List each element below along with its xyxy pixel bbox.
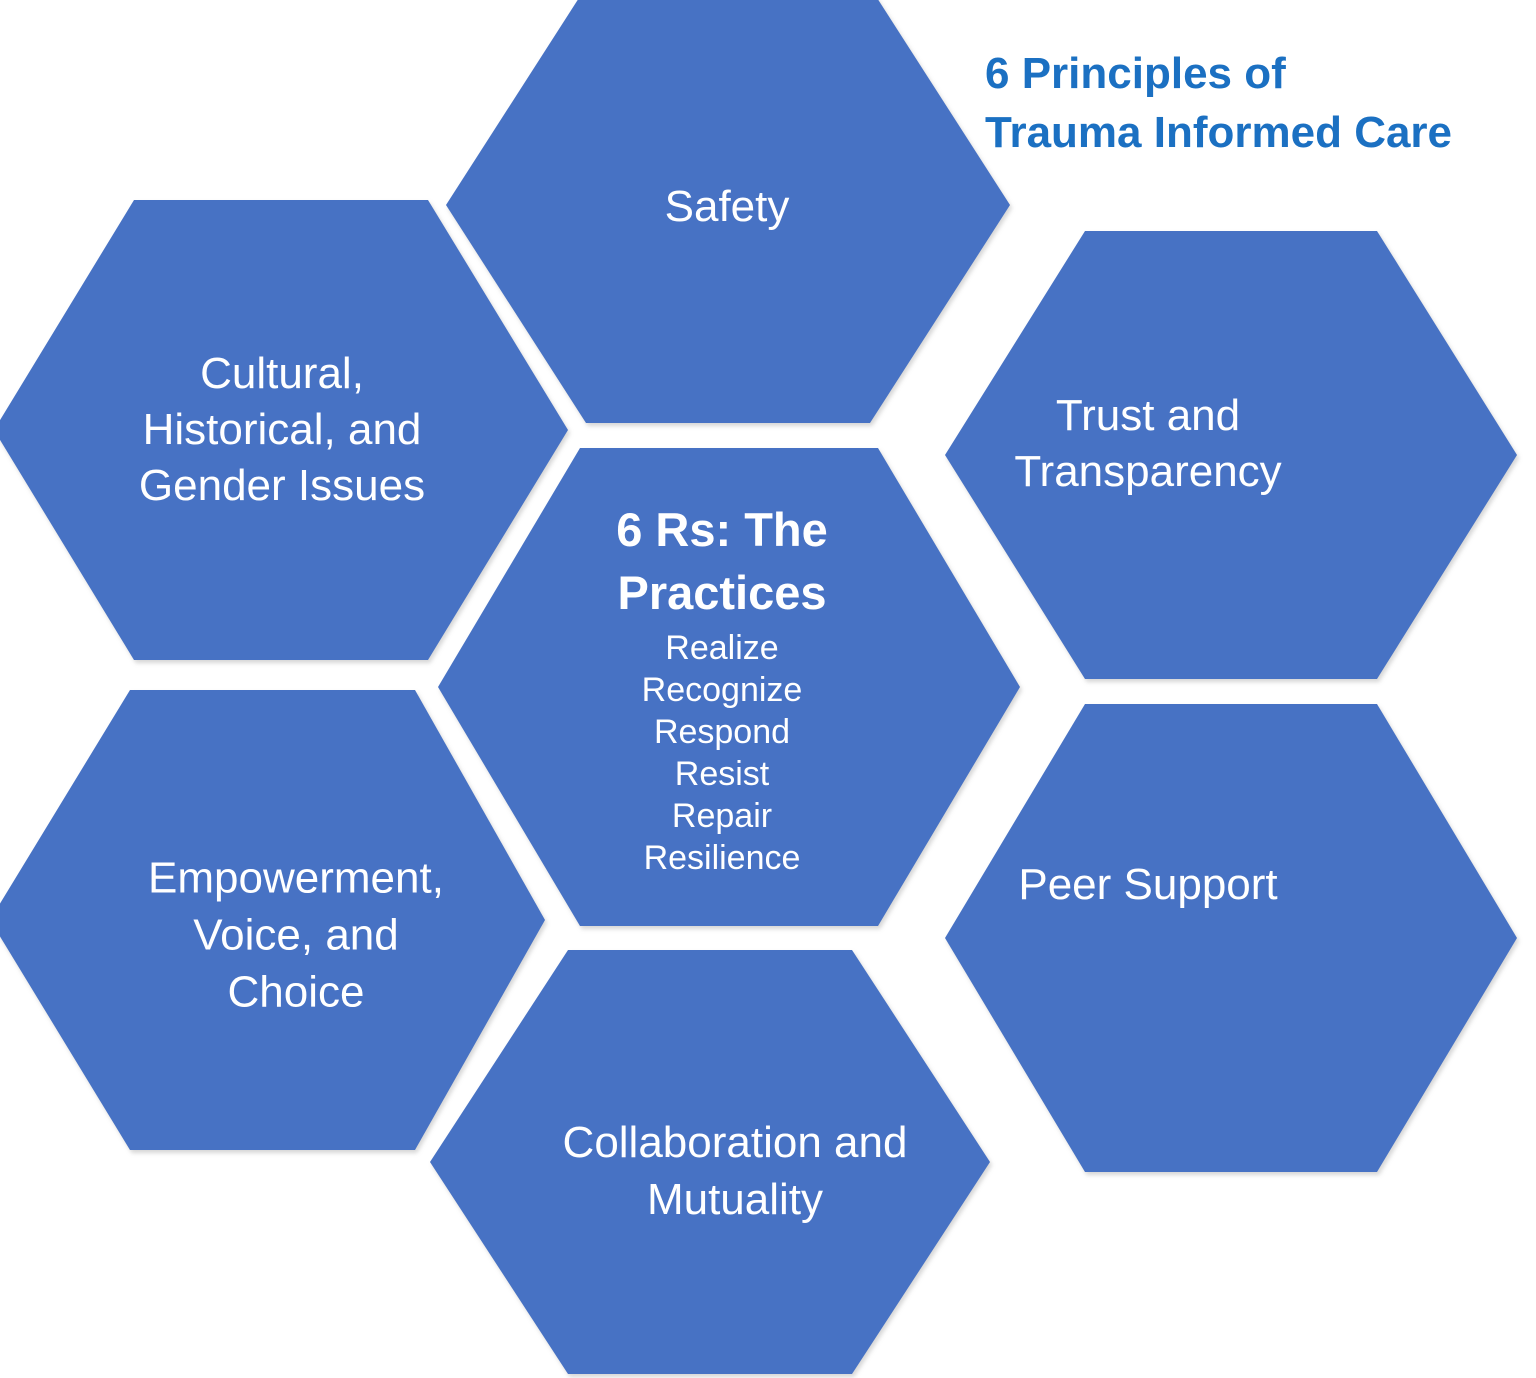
practice-resilience: Resilience: [643, 839, 801, 877]
empowerment-label-line-2: Voice, and: [193, 910, 399, 960]
center-heading-line-2: Practices: [617, 566, 827, 619]
practice-repair: Repair: [671, 797, 773, 835]
hexagon-trust-transparency: [945, 231, 1517, 679]
empowerment-voice-choice-label: Empowerment, Voice, and Choice: [148, 850, 444, 1021]
empowerment-label-line-3: Choice: [227, 967, 365, 1017]
center-heading-line-1: 6 Rs: The: [616, 503, 828, 556]
center-practices-heading: 6 Rs: The Practices: [616, 498, 828, 624]
collaboration-label-line-2: Mutuality: [646, 1175, 824, 1224]
page-title-line-1: 6 Principles of: [985, 49, 1286, 98]
practice-respond: Respond: [653, 713, 791, 751]
page-title-line-2: Trauma Informed Care: [985, 108, 1453, 157]
page-title: 6 Principles of Trauma Informed Care: [985, 44, 1452, 162]
hexagon-empowerment-voice-choice: [0, 690, 545, 1150]
empowerment-label-line-1: Empowerment,: [148, 853, 444, 903]
cultural-label-line-1: Cultural,: [200, 349, 364, 398]
collaboration-label-line-1: Collaboration and: [562, 1118, 908, 1167]
hexagon-center-practices: [438, 448, 1020, 926]
hexagon-collaboration-mutuality: [430, 950, 990, 1374]
cultural-historical-gender-label: Cultural, Historical, and Gender Issues: [139, 346, 425, 514]
hexagon-cultural-historical-gender: [0, 200, 568, 660]
practice-realize: Realize: [665, 629, 779, 667]
trust-label-line-1: Trust and: [1055, 391, 1241, 440]
practice-resist: Resist: [674, 755, 770, 793]
trust-transparency-label: Trust and Transparency: [1014, 388, 1281, 500]
center-practices-list: Realize Recognize Respond Resist Repair …: [642, 627, 803, 879]
safety-label: Safety: [664, 182, 790, 231]
trust-label-line-2: Transparency: [1014, 447, 1282, 496]
practice-recognize: Recognize: [641, 671, 803, 709]
cultural-label-line-2: Historical, and: [142, 405, 422, 454]
hexagon-peer-support: [945, 704, 1517, 1172]
cultural-label-line-3: Gender Issues: [138, 461, 426, 510]
hexagon-safety: [446, 0, 1010, 423]
peer-support-label: Peer Support: [1018, 860, 1278, 909]
collaboration-mutuality-label: Collaboration and Mutuality: [563, 1114, 908, 1228]
